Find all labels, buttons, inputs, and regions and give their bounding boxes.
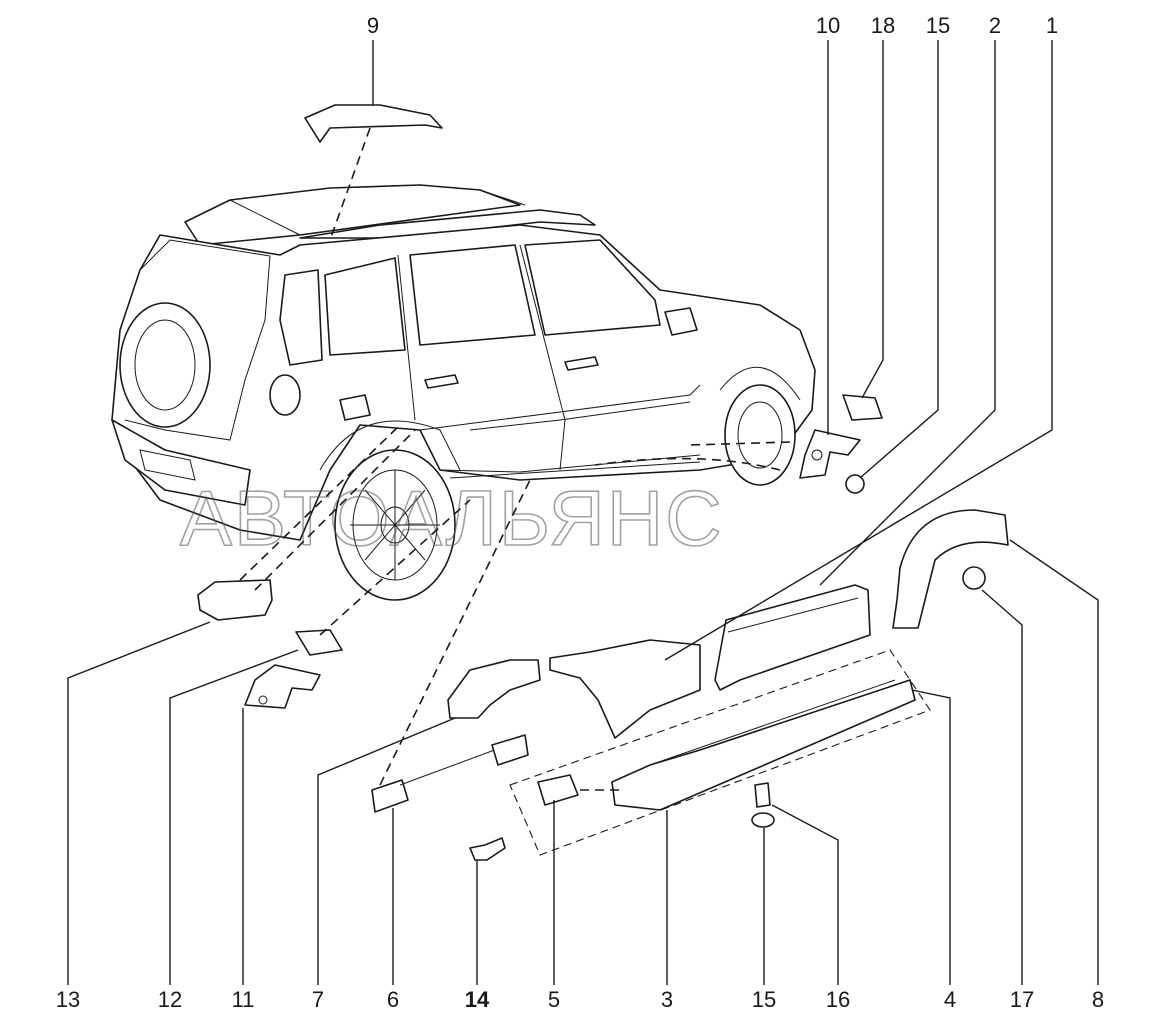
callout-11: 11 bbox=[232, 987, 255, 1012]
part-11-bracket bbox=[244, 664, 321, 709]
part-12-pad bbox=[295, 629, 343, 656]
callout-7: 7 bbox=[312, 987, 324, 1012]
part-6-holder bbox=[371, 779, 409, 813]
part-14-screw bbox=[469, 837, 506, 861]
callout-18: 18 bbox=[871, 13, 895, 38]
callout-17: 17 bbox=[1010, 987, 1034, 1012]
callout-14: 14 bbox=[465, 987, 490, 1012]
callout-15-top: 15 bbox=[926, 13, 950, 38]
callout-15-bottom: 15 bbox=[752, 987, 776, 1012]
part-8-arch bbox=[892, 509, 1009, 629]
part-spoiler bbox=[304, 104, 443, 143]
part-7-arch-moulding bbox=[447, 659, 541, 719]
callout-1: 1 bbox=[1046, 13, 1058, 38]
callout-13: 13 bbox=[56, 987, 80, 1012]
callout-numbers-bottom: 13 12 11 7 6 14 5 3 15 16 4 17 8 bbox=[56, 987, 1104, 1012]
part-1-front-door-moulding bbox=[714, 584, 871, 691]
part-18-pad bbox=[842, 394, 883, 421]
part-5-clip bbox=[537, 774, 579, 806]
callout-numbers-top: 9 10 18 15 2 1 bbox=[367, 13, 1058, 38]
callout-9: 9 bbox=[367, 13, 379, 38]
callout-5: 5 bbox=[548, 987, 560, 1012]
callout-8: 8 bbox=[1092, 987, 1104, 1012]
leader-lines bbox=[67, 40, 1099, 985]
callout-3: 3 bbox=[661, 987, 673, 1012]
part-2-rear-door-moulding bbox=[549, 639, 701, 739]
part-13-sensor bbox=[197, 579, 273, 621]
assembly-arrows bbox=[239, 127, 791, 791]
watermark: АВТОАЛЬЯНС bbox=[180, 474, 724, 562]
callout-6: 6 bbox=[387, 987, 399, 1012]
part-17-clip bbox=[962, 566, 986, 590]
part-15-washer bbox=[751, 812, 775, 828]
callout-10: 10 bbox=[816, 13, 840, 38]
callout-12: 12 bbox=[158, 987, 182, 1012]
part-16-spacer bbox=[754, 782, 771, 808]
callout-16: 16 bbox=[826, 987, 850, 1012]
part-15-nut bbox=[845, 474, 865, 494]
callout-2: 2 bbox=[989, 13, 1001, 38]
part-10-bracket bbox=[799, 429, 861, 479]
vehicle-illustration bbox=[111, 184, 816, 601]
callout-4: 4 bbox=[944, 987, 956, 1012]
